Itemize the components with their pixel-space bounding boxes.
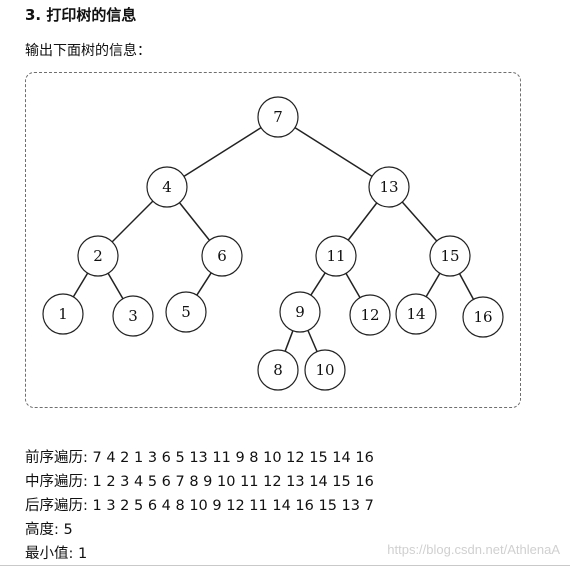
tree-info-output: 前序遍历: 7 4 2 1 3 6 5 13 11 9 8 10 12 15 1… — [25, 446, 374, 566]
tree-diagram-frame — [25, 72, 521, 408]
min-value-line: 最小值: 1 — [25, 546, 88, 562]
postorder-line: 后序遍历: 1 3 2 5 6 4 8 10 9 12 11 14 16 15 … — [25, 498, 374, 514]
height-line: 高度: 5 — [25, 522, 73, 538]
intro-text: 输出下面树的信息： — [25, 43, 151, 59]
section-title: 3. 打印树的信息 — [25, 6, 137, 24]
inorder-line: 中序遍历: 1 2 3 4 5 6 7 8 9 10 11 12 13 14 1… — [25, 474, 374, 490]
preorder-line: 前序遍历: 7 4 2 1 3 6 5 13 11 9 8 10 12 15 1… — [25, 450, 374, 466]
bottom-divider — [0, 565, 570, 566]
watermark: https://blog.csdn.net/AthlenaA — [387, 542, 560, 557]
